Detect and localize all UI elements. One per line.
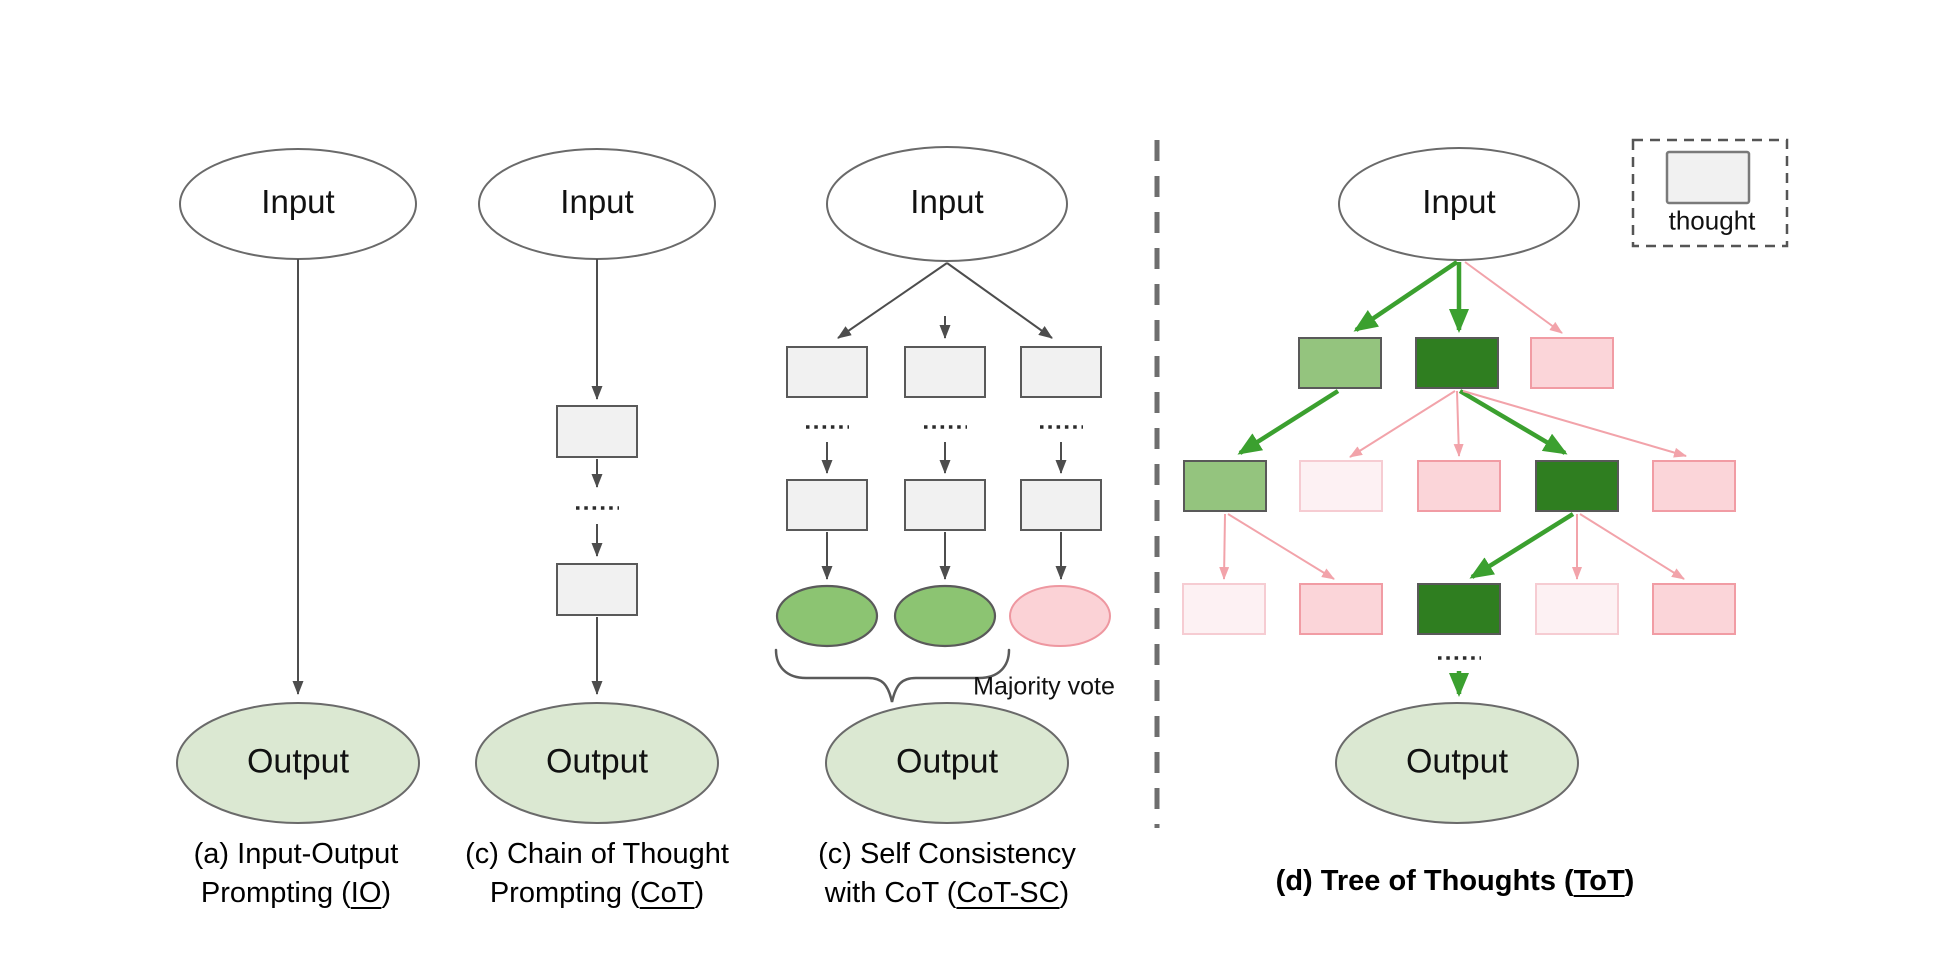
tot-thought-box-l3-3-green-dark	[1417, 583, 1501, 635]
io-output-ellipse	[176, 702, 420, 824]
cotsc-arrow-input-right	[946, 262, 1053, 339]
io-input-label: Input	[261, 183, 335, 220]
caption-io-line2: Prompting (IO)	[200, 877, 392, 909]
tot-thought-box-l2-2-pink-faint	[1299, 460, 1383, 512]
tot-thought-box-l2-4-green-dark	[1535, 460, 1619, 512]
caption-cotsc-line2: with CoT (CoT-SC)	[824, 877, 1070, 909]
tot-pink-arrow-l2-l3e	[1579, 513, 1685, 580]
tot-pink-arrow-l1-l2c	[1453, 390, 1464, 457]
io-output-label: Output	[246, 742, 350, 781]
caption-cotsc-abbrev: CoT-SC	[956, 877, 1060, 909]
tot-pink-arrow-l1-l2b	[1349, 390, 1456, 458]
caption-io-abbrev: IO	[350, 877, 382, 909]
tot-pink-arrow-input-l1c	[1464, 261, 1563, 334]
cotsc-thought-box-r2c3	[1020, 479, 1102, 531]
tot-thought-box-l3-1-pink-faint	[1182, 583, 1266, 635]
tot-green-arrow-l2-l3c	[1469, 512, 1575, 579]
cot-output-ellipse	[475, 702, 719, 824]
legend-dashed-frame	[1631, 138, 1789, 248]
caption-cotsc-line1: (c) Self Consistency	[818, 838, 1076, 870]
tot-thought-box-l1-pink	[1530, 337, 1614, 389]
tot-output-ellipse	[1335, 702, 1579, 824]
cotsc-input-ellipse	[826, 146, 1068, 262]
tot-input-label: Input	[1422, 183, 1496, 220]
tot-thought-box-l3-4-pink-faint	[1535, 583, 1619, 635]
tot-thought-box-l2-1-green-mid	[1183, 460, 1267, 512]
tot-thought-box-l3-2-pink	[1299, 583, 1383, 635]
cotsc-thought-box-r1c2	[904, 346, 986, 398]
tot-green-arrow-input-l1a	[1353, 260, 1459, 332]
caption-tot-line1: (d) Tree of Thoughts (ToT)	[1275, 865, 1635, 897]
caption-cotsc: (c) Self Consistency with CoT (CoT-SC)	[818, 835, 1076, 913]
cotsc-result-ellipse-green-2	[893, 584, 997, 648]
tot-thought-box-l2-3-pink	[1417, 460, 1501, 512]
cotsc-thought-box-r2c2	[904, 479, 986, 531]
cot-thought-box-1	[556, 405, 638, 458]
majority-vote-brace	[774, 648, 1011, 703]
cotsc-result-ellipse-green-1	[775, 584, 879, 648]
caption-tot: (d) Tree of Thoughts (ToT)	[1276, 862, 1635, 901]
tot-pink-arrow-l1-l2e	[1462, 390, 1687, 458]
legend-thought-box	[1665, 150, 1751, 205]
cotsc-thought-box-r1c3	[1020, 346, 1102, 398]
cot-output-label: Output	[545, 742, 649, 781]
cot-input-label: Input	[560, 183, 634, 220]
cot-thought-box-2	[556, 563, 638, 616]
tot-thought-box-l1-green-dark	[1415, 337, 1499, 389]
cotsc-thought-box-r1c1	[786, 346, 868, 398]
tot-pink-arrow-l2-l3a	[1219, 513, 1230, 580]
tot-thought-box-l2-5-pink	[1652, 460, 1736, 512]
caption-cot-line2: Prompting (CoT)	[489, 877, 705, 909]
cotsc-input-label: Input	[910, 183, 984, 220]
caption-cot-line1: (c) Chain of Thought	[465, 838, 729, 870]
cotsc-result-ellipse-pink	[1009, 585, 1111, 647]
cotsc-output-label: Output	[895, 742, 999, 781]
tot-green-arrow-l1-l2a	[1237, 389, 1340, 455]
caption-cot-abbrev: CoT	[639, 877, 695, 909]
tot-output-label: Output	[1405, 742, 1509, 781]
cotsc-thought-box-r2c1	[786, 479, 868, 531]
tot-green-arrow-l1-l2d	[1458, 389, 1568, 455]
legend-thought-label: thought	[1668, 205, 1756, 236]
tot-input-ellipse	[1338, 147, 1580, 261]
majority-vote-label: Majority vote	[973, 672, 1115, 701]
caption-cot: (c) Chain of Thought Prompting (CoT)	[465, 835, 729, 913]
tot-pink-arrow-l2-l3b	[1227, 513, 1335, 580]
caption-io: (a) Input-Output Prompting (IO)	[194, 835, 399, 913]
cotsc-output-ellipse	[825, 702, 1069, 824]
caption-tot-abbrev: ToT	[1573, 865, 1625, 897]
tot-thought-box-l3-5-pink	[1652, 583, 1736, 635]
tot-thought-box-l1-green-mid	[1298, 337, 1382, 389]
cotsc-arrow-input-left	[837, 262, 948, 339]
caption-io-line1: (a) Input-Output	[193, 838, 399, 870]
